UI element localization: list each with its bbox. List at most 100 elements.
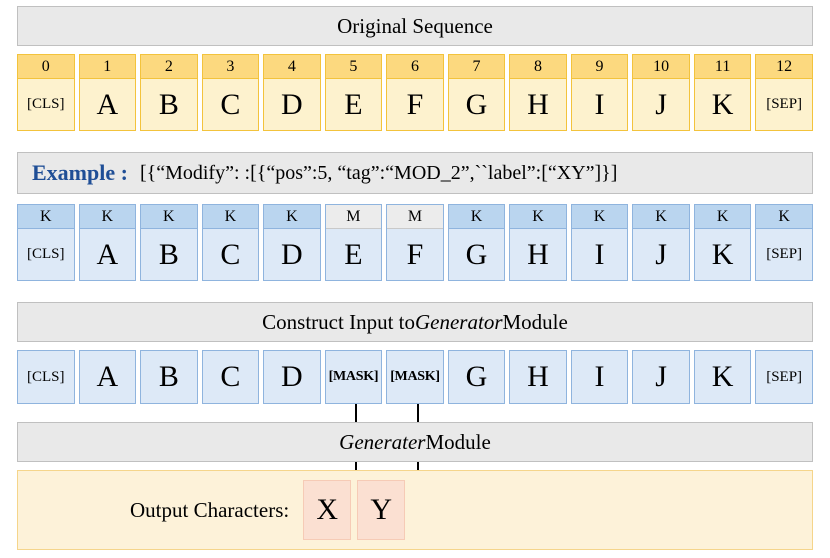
original-token-value: H <box>510 79 566 130</box>
tagged-token-tag: K <box>18 205 74 229</box>
tagged-token-tag: K <box>633 205 689 229</box>
tagged-token-tag: K <box>571 205 628 229</box>
original-token-cell: 12[SEP] <box>755 54 813 131</box>
banner-construct-input-prefix: Construct Input to <box>262 309 415 334</box>
generator-input-token-cell: B <box>140 350 198 404</box>
tagged-token-tag: K <box>510 205 566 229</box>
output-character-box: Y <box>357 480 406 540</box>
tagged-token-tag: K <box>202 205 259 229</box>
output-characters-label: Output Characters: <box>130 497 290 522</box>
connector-line-mask-1 <box>355 404 357 422</box>
original-token-value: A <box>79 79 136 130</box>
generator-input-token-cell: [SEP] <box>755 350 813 404</box>
banner-generator-module-suffix: Module <box>425 429 491 454</box>
original-token-value: [SEP] <box>756 79 812 130</box>
original-token-value: B <box>141 79 197 130</box>
banner-construct-input: Construct Input to Generator Module <box>17 302 813 342</box>
generator-input-token-cell: K <box>693 350 752 404</box>
original-token-cell: 0[CLS] <box>17 54 75 131</box>
original-token-index: 0 <box>18 55 74 79</box>
banner-original-sequence: Original Sequence <box>17 6 813 46</box>
tagged-token-value: [SEP] <box>756 229 812 280</box>
original-token-index: 8 <box>510 55 566 79</box>
original-token-value: J <box>633 79 689 130</box>
original-token-index: 1 <box>79 55 136 79</box>
original-token-value: F <box>387 79 443 130</box>
tagged-token-value: D <box>264 229 320 280</box>
tagged-token-cell-keep: K[CLS] <box>17 204 75 281</box>
generator-input-token-cell: G <box>447 350 506 404</box>
tagged-token-value: F <box>387 229 443 280</box>
original-token-value: D <box>264 79 320 130</box>
original-token-index: 9 <box>571 55 628 79</box>
tagged-token-tag: K <box>264 205 320 229</box>
generator-input-token-cell: A <box>78 350 137 404</box>
banner-generator-module-italic: Generater <box>339 429 426 454</box>
tagged-token-value: G <box>448 229 505 280</box>
tagged-token-tag: K <box>448 205 505 229</box>
generator-input-token-cell: H <box>509 350 567 404</box>
tagged-token-value: I <box>571 229 628 280</box>
generator-input-mask-cell: [MASK] <box>324 350 383 404</box>
generator-input-token-cell: C <box>201 350 260 404</box>
original-token-value: E <box>325 79 382 130</box>
generator-input-token-cell: I <box>570 350 629 404</box>
generator-input-mask-cell: [MASK] <box>386 350 444 404</box>
original-token-index: 2 <box>141 55 197 79</box>
original-token-index: 12 <box>756 55 812 79</box>
original-token-index: 5 <box>325 55 382 79</box>
original-token-index: 3 <box>202 55 259 79</box>
tagged-token-value: K <box>694 229 751 280</box>
example-json-text: [{“Modify”: :[{“pos”:5, “tag”:“MOD_2”,``… <box>139 161 618 184</box>
original-token-value: C <box>202 79 259 130</box>
banner-construct-input-suffix: Module <box>502 309 568 334</box>
original-token-index: 6 <box>387 55 443 79</box>
tagged-token-tag: K <box>694 205 751 229</box>
banner-original-sequence-label: Original Sequence <box>337 13 493 38</box>
tagged-token-value: A <box>79 229 136 280</box>
original-token-value: [CLS] <box>18 79 74 130</box>
original-token-index: 11 <box>694 55 751 79</box>
tagged-token-value: E <box>325 229 382 280</box>
generator-input-token-cell: [CLS] <box>17 350 75 404</box>
banner-construct-input-italic: Generator <box>415 309 503 334</box>
example-strip: Example : [{“Modify”: :[{“pos”:5, “tag”:… <box>17 152 813 194</box>
connector-line-mask-2 <box>417 404 419 422</box>
tagged-token-tag: M <box>387 205 443 229</box>
tagged-token-value: H <box>510 229 566 280</box>
original-token-value: I <box>571 79 628 130</box>
original-token-value: K <box>694 79 751 130</box>
tagged-token-tag: M <box>325 205 382 229</box>
original-token-value: G <box>448 79 505 130</box>
tagged-token-value: C <box>202 229 259 280</box>
tagged-token-tag: K <box>141 205 197 229</box>
example-label: Example : <box>32 160 128 185</box>
